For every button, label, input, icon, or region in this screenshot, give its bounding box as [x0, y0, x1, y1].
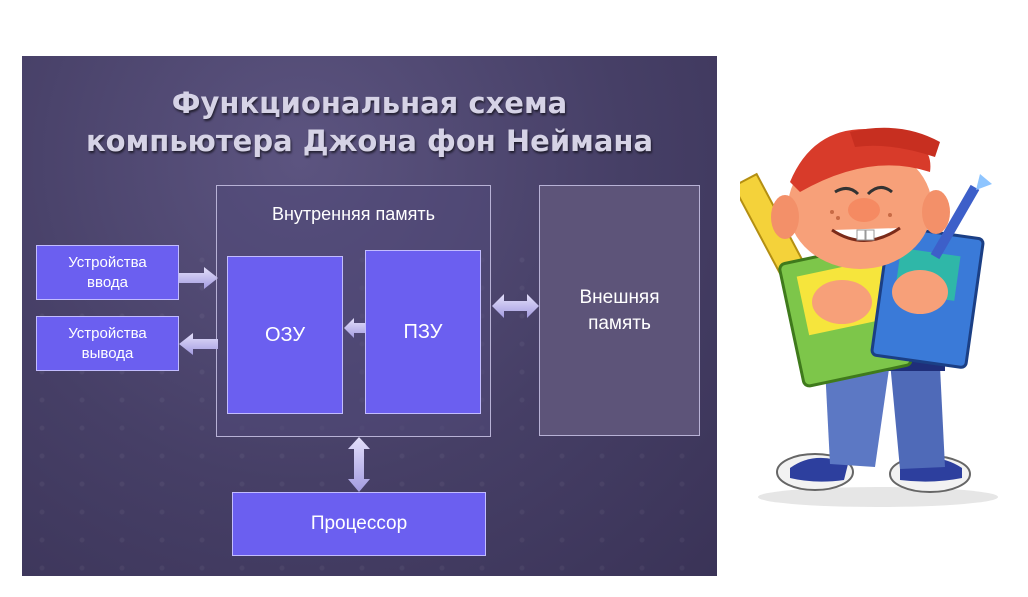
arrow-rom-to-ram [344, 318, 365, 338]
ram-label: ОЗУ [264, 323, 306, 346]
arrow-memory-external [492, 294, 539, 318]
connection-arrows [179, 267, 539, 492]
rom-block: ПЗУ [365, 250, 481, 414]
processor-label: Процессор [310, 513, 408, 534]
ram-block: ОЗУ [227, 256, 343, 414]
input-devices-line-1: Устройства [68, 253, 147, 271]
input-devices-block: Устройства ввода [36, 245, 179, 300]
output-devices-block: Устройства вывода [36, 316, 179, 371]
title-line-1: Функциональная схема [171, 86, 568, 120]
internal-memory-label: Внутренняя память [271, 204, 436, 224]
cartoon-boy-with-books-icon [740, 127, 998, 507]
external-memory-block: Внешняя память [539, 185, 700, 436]
arrow-input-to-memory [179, 267, 218, 289]
rom-label: ПЗУ [403, 320, 443, 343]
external-memory-line-1: Внешняя [579, 286, 660, 308]
input-devices-line-2: ввода [87, 273, 128, 291]
output-devices-line-1: Устройства [68, 324, 147, 342]
output-devices-line-2: вывода [81, 344, 134, 362]
title-line-2: компьютера Джона фон Неймана [85, 124, 654, 158]
arrow-memory-to-output [179, 333, 218, 355]
processor-block: Процессор [232, 492, 486, 556]
diagram-title: Функциональная схема компьютера Джона фо… [22, 84, 717, 160]
external-memory-line-2: память [588, 312, 651, 334]
diagram-slide: Функциональная схема компьютера Джона фо… [22, 56, 717, 576]
arrow-memory-processor [348, 437, 370, 492]
